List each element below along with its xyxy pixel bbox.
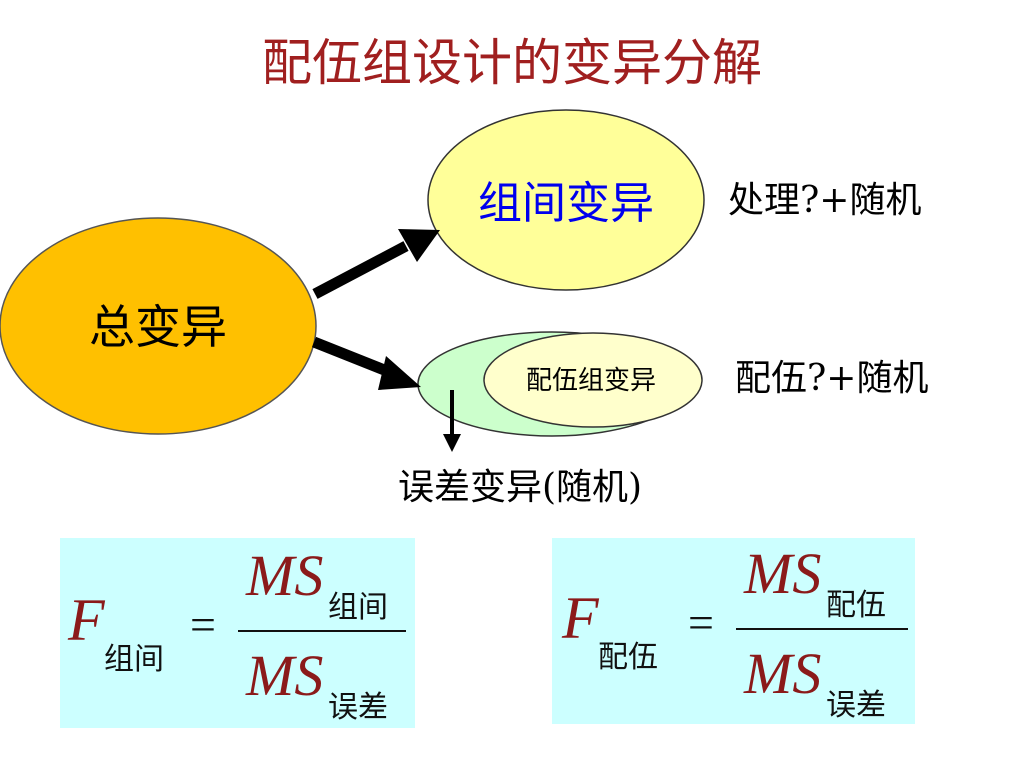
block-random-label: 配伍?+随机 xyxy=(735,358,929,399)
denominator-ms: MS xyxy=(246,643,324,708)
treatment-random-label: 处理?+随机 xyxy=(728,180,922,221)
formula-blocks: F 配伍 = MS 配伍 MS 误差 xyxy=(552,538,915,724)
denominator-subscript: 误差 xyxy=(328,690,388,725)
numerator-subscript: 组间 xyxy=(328,590,388,625)
arrowhead-to-error xyxy=(443,434,461,452)
fraction-bar xyxy=(736,628,908,630)
numerator-ms: MS xyxy=(744,541,822,606)
f-subscript: 组间 xyxy=(104,642,164,677)
block-variance-label: 配伍组变异 xyxy=(526,366,656,396)
block-inner-ellipse xyxy=(483,332,703,428)
arrowhead-to-block xyxy=(378,356,421,390)
f-subscript: 配伍 xyxy=(598,640,658,675)
arrow-to-between xyxy=(312,241,409,299)
equals-sign: = xyxy=(688,597,714,648)
error-variance-label: 误差变异(随机) xyxy=(398,467,643,508)
arrowhead-to-between xyxy=(398,229,440,262)
denominator-ms: MS xyxy=(744,641,822,706)
f-symbol: F xyxy=(68,587,105,653)
numerator-subscript: 配伍 xyxy=(826,588,886,623)
f-symbol: F xyxy=(562,585,599,651)
between-groups-label: 组间变异 xyxy=(478,178,654,229)
total-variance-ellipse xyxy=(0,217,317,435)
between-groups-ellipse xyxy=(427,109,705,291)
denominator-subscript: 误差 xyxy=(826,688,886,723)
equals-sign: = xyxy=(190,599,216,650)
arrow-to-block xyxy=(311,336,395,379)
formula-between-groups: F 组间 = MS 组间 MS 误差 xyxy=(60,538,415,728)
numerator-ms: MS xyxy=(246,543,324,608)
slide-title: 配伍组设计的变异分解 xyxy=(262,34,762,92)
fraction-bar xyxy=(238,630,406,632)
total-variance-label: 总变异 xyxy=(89,300,227,354)
